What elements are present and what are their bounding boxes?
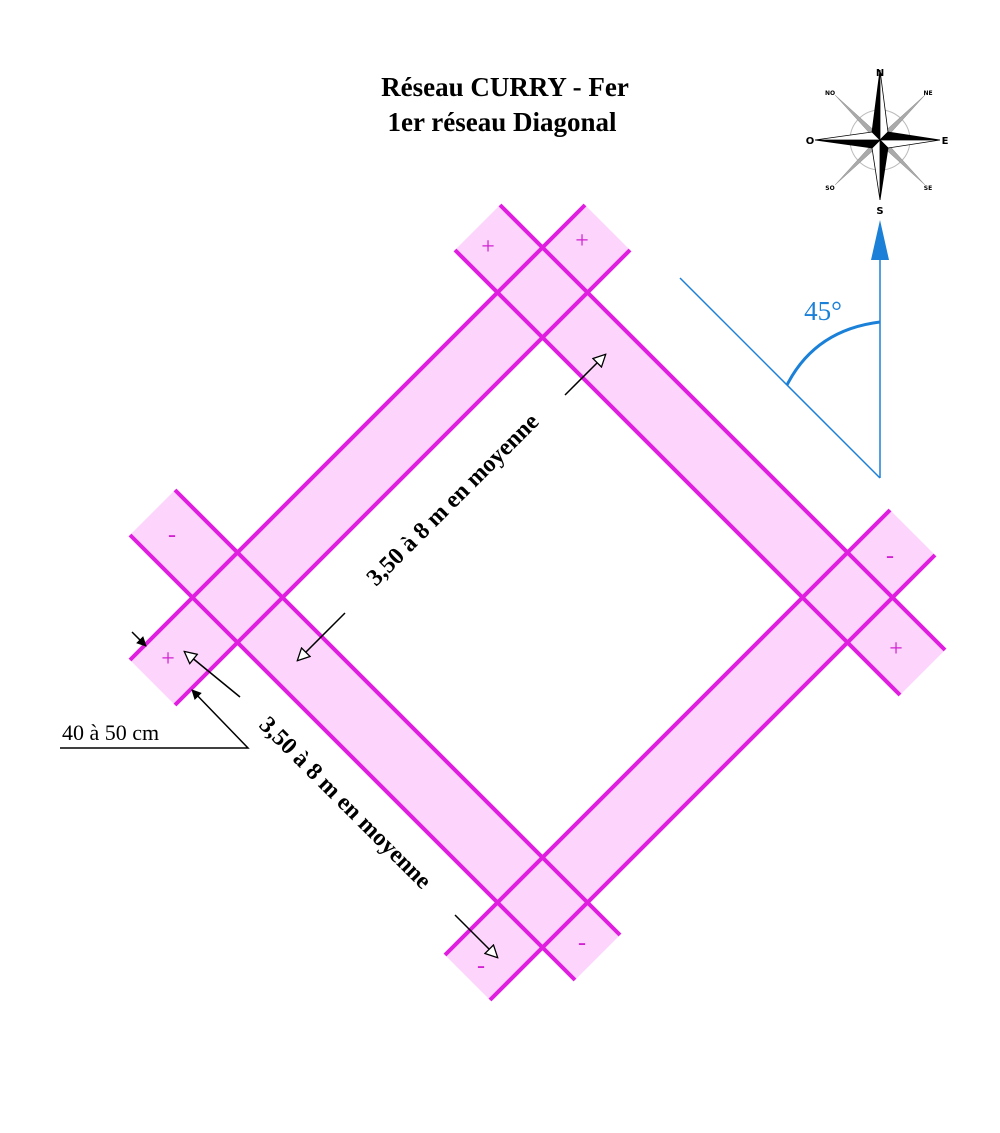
angle-label: 45°: [804, 296, 842, 326]
compass-o: O: [806, 136, 815, 147]
compass-rose-icon: N E S O NE NO SE SO: [806, 68, 949, 217]
compass-n: N: [876, 68, 884, 79]
rail-line: [173, 248, 632, 707]
title-line-2: 1er réseau Diagonal: [388, 107, 617, 137]
spacing-arrows-1: [298, 355, 605, 660]
compass-so: SO: [825, 185, 834, 192]
rail-line: [173, 488, 622, 937]
polarity-signs: + + - + - + - -: [161, 228, 903, 979]
rail-line: [488, 553, 937, 1002]
sign: -: [578, 930, 586, 956]
compass-no: NO: [825, 90, 835, 97]
rail-line: [453, 248, 902, 697]
compass-e: E: [942, 136, 949, 147]
width-arrows: [60, 631, 250, 749]
band-southwest: [130, 490, 620, 980]
sign: +: [889, 636, 903, 662]
north-angle: [679, 220, 889, 479]
compass-se: SE: [924, 185, 932, 192]
title-line-1: Réseau CURRY - Fer: [381, 72, 629, 102]
band-southeast: [445, 510, 935, 1000]
spacing-arrows-2: [185, 652, 497, 957]
rail-line: [498, 203, 947, 652]
sign: +: [161, 646, 175, 672]
compass-ne: NE: [923, 90, 932, 97]
sign: -: [168, 522, 176, 548]
sign: +: [575, 228, 589, 254]
sign: -: [477, 953, 485, 979]
compass-s: S: [876, 206, 883, 217]
band-lines: [128, 203, 947, 1002]
band-northeast: [455, 205, 945, 695]
bands: [130, 205, 945, 1000]
width-label: 40 à 50 cm: [62, 720, 159, 745]
rail-line: [128, 203, 587, 662]
rail-line: [128, 533, 577, 982]
sign: -: [886, 543, 894, 569]
north-arrow-icon: [871, 220, 889, 260]
rail-line: [443, 508, 892, 957]
sign: +: [481, 234, 495, 260]
